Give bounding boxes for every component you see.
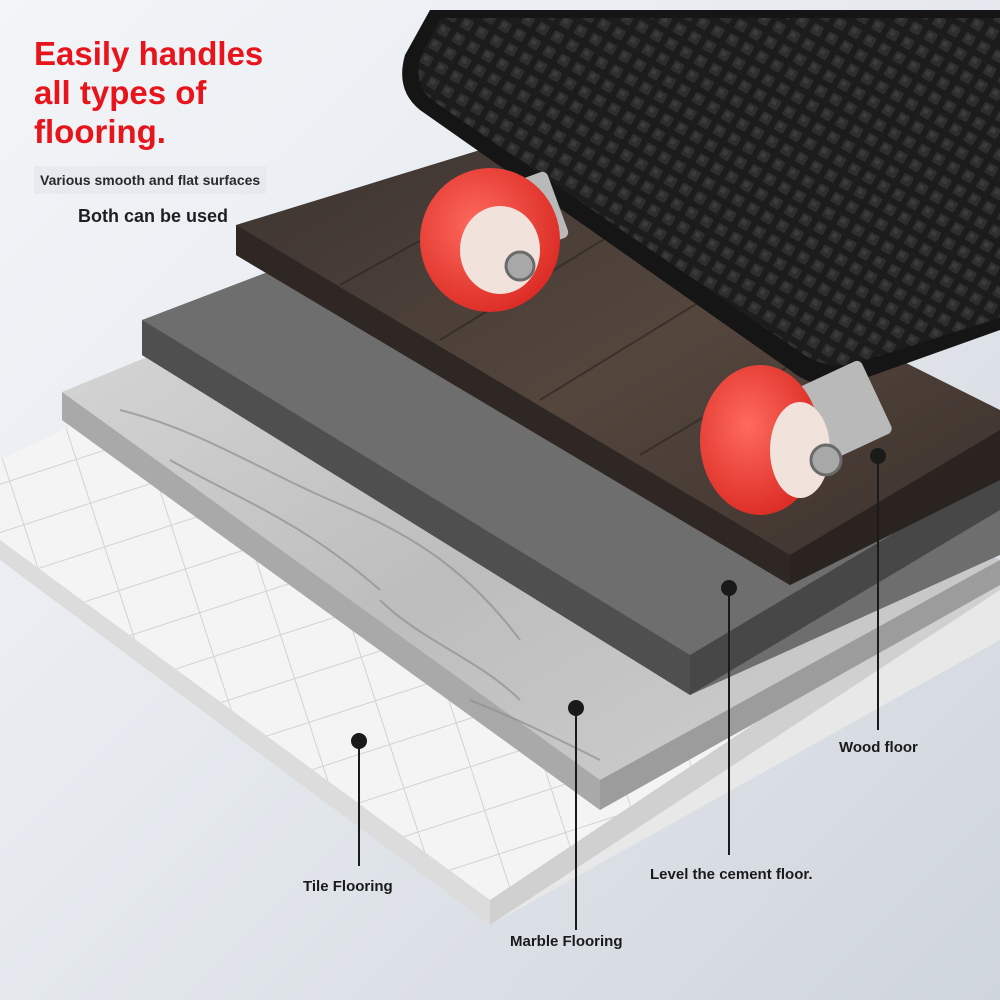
- callout-tile-flooring: Tile Flooring: [303, 878, 393, 895]
- cement-marker-dot: [721, 580, 737, 596]
- callout-pointers: [351, 448, 886, 930]
- callout-cement-floor: Level the cement floor.: [650, 866, 813, 883]
- tile-marker-dot: [351, 733, 367, 749]
- headline: Easily handles all types of flooring.: [34, 35, 264, 150]
- callout-wood-floor: Wood floor: [839, 739, 918, 756]
- marble-marker-dot: [568, 700, 584, 716]
- dolly: [402, 10, 1000, 515]
- subtitle-usage: Both can be used: [78, 206, 229, 226]
- wheel-back: [420, 168, 560, 312]
- subtitle-surfaces: Various smooth and flat surfaces: [34, 166, 267, 194]
- wheel-front: [700, 365, 843, 515]
- callout-marble-flooring: Marble Flooring: [510, 933, 623, 950]
- wood-marker-dot: [870, 448, 886, 464]
